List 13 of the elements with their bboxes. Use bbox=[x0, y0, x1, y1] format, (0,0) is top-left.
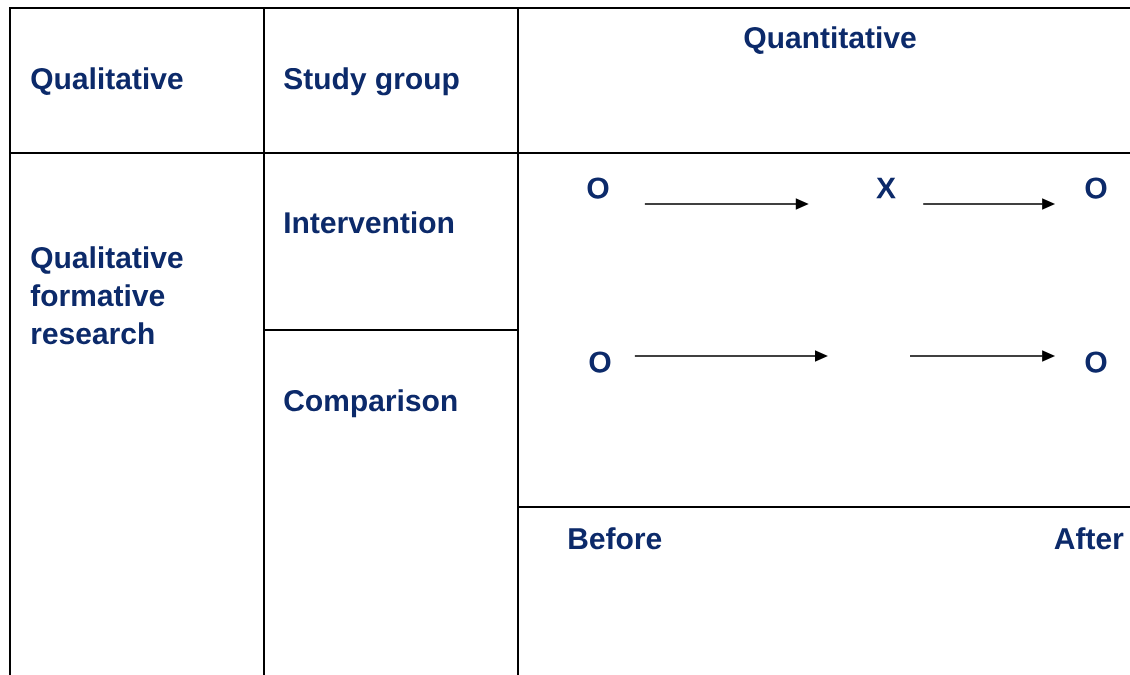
time-label: Before bbox=[569, 527, 662, 550]
row-header: Intervention bbox=[285, 211, 454, 234]
row-header: Qualitative formative research bbox=[30, 246, 183, 345]
row-header: Comparison bbox=[284, 389, 457, 418]
measure-symbol: O bbox=[589, 351, 611, 373]
measure-symbol: X bbox=[876, 177, 896, 199]
column-header: Quantitative bbox=[744, 26, 916, 54]
time-label: After bbox=[1054, 527, 1124, 550]
measure-symbol: O bbox=[1085, 177, 1107, 199]
column-header: Qualitative bbox=[31, 67, 183, 95]
column-header: Study group bbox=[284, 67, 459, 96]
measure-symbol: O bbox=[1085, 351, 1107, 373]
measure-symbol: O bbox=[587, 177, 609, 199]
